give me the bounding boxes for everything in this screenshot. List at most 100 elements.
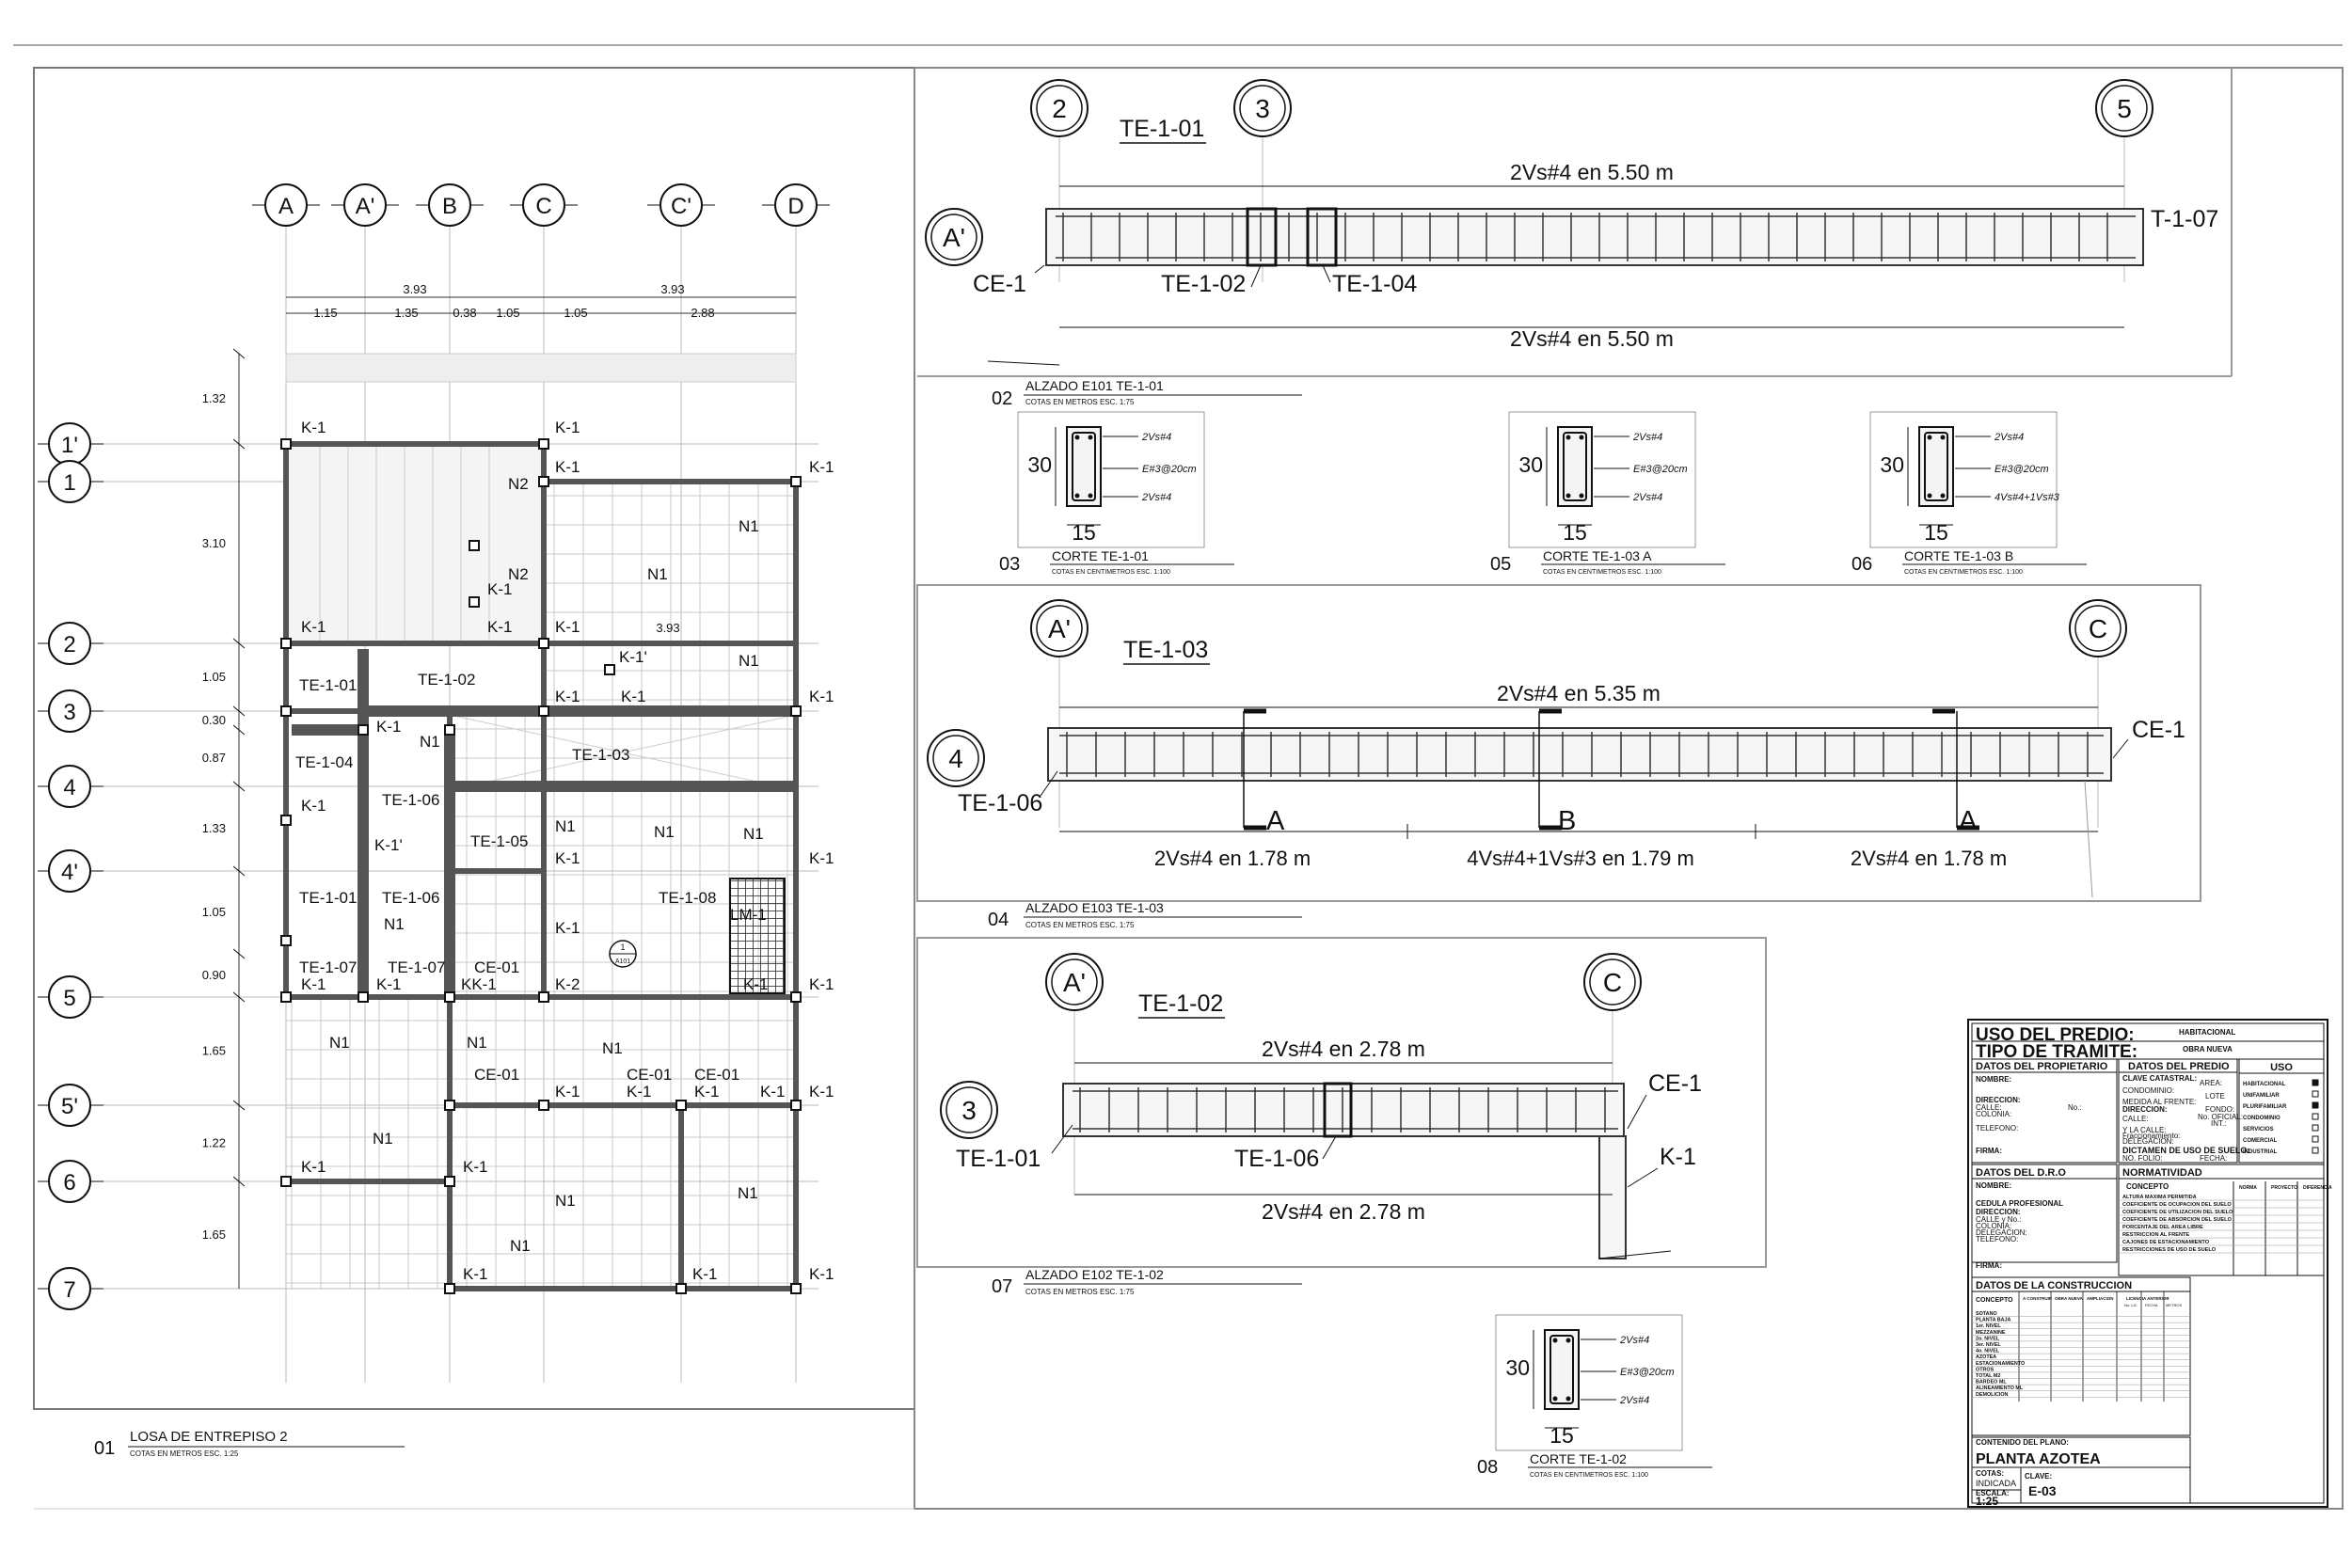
cons-row: OTROS <box>1976 1367 1994 1372</box>
elev3-tag-te106: TE-1-06 <box>1234 1146 1319 1172</box>
label-te102: TE-1-02 <box>418 671 475 689</box>
tb-escala: 1:25 <box>1976 1495 1998 1508</box>
grid-bubble-col: A <box>252 183 320 227</box>
label-te101: TE-1-01 <box>299 889 357 907</box>
label-k1: K-1 <box>301 1158 326 1176</box>
cons-row: 1er. NIVEL <box>1976 1323 2001 1329</box>
section-rebar-label: E#3@20cm <box>1633 464 1688 475</box>
label-te107: TE-1-07 <box>388 958 445 976</box>
elev2-caption-title: ALZADO E103 TE-1-03 <box>1025 900 1164 915</box>
label-k1: K-1 <box>809 1083 834 1101</box>
section-width: 15 <box>1072 520 1096 545</box>
tb-prop-firma: FIRMA: <box>1976 1147 2002 1155</box>
plan-column <box>280 1176 292 1187</box>
label-te104: TE-1-04 <box>295 753 353 771</box>
norm-row: COEFICIENTE DE ABSORCION DEL SUELO <box>2122 1217 2233 1223</box>
grid-bubble-col: B <box>416 183 484 227</box>
label-n1: N1 <box>739 517 759 535</box>
tb-predio-fecha: FECHA: <box>2200 1154 2227 1163</box>
grid-bubble-row: 5' <box>38 1084 103 1127</box>
plan-caption-title: LOSA DE ENTREPISO 2 <box>130 1429 288 1445</box>
tb-dro-cedula: CEDULA PROFESIONAL <box>1976 1199 2063 1208</box>
section-rebar-label: 2Vs#4 <box>1632 432 1662 443</box>
cons-row: AZOTEA <box>1976 1354 1996 1360</box>
uso-checkbox[interactable] <box>2312 1113 2319 1120</box>
section-width: 15 <box>1924 520 1948 545</box>
cons-col-head: LICENCIA ANTERIOR <box>2126 1296 2169 1301</box>
section-caption-title: CORTE TE-1-01 <box>1052 548 1149 563</box>
label-k1: K-1 <box>555 458 580 476</box>
tb-uso-label: USO DEL PREDIO: <box>1976 1025 2135 1045</box>
dim-part-2: 1.35 <box>394 306 418 320</box>
label-k1: K-1 <box>376 975 401 993</box>
cons-col-head: CONCEPTO <box>1976 1297 2013 1304</box>
elev1-beam <box>1045 208 2144 266</box>
plan-column <box>280 991 292 1003</box>
dim-row: 0.87 <box>202 751 226 765</box>
label-k1: K-1 <box>301 797 326 815</box>
tb-dro: DATOS DEL D.R.O <box>1976 1167 2066 1179</box>
dim-row: 1.65 <box>202 1227 226 1242</box>
uso-checkbox[interactable] <box>2312 1147 2319 1154</box>
uso-checkbox[interactable] <box>2312 1090 2319 1098</box>
uso-option: UNIFAMILIAR <box>2243 1093 2280 1099</box>
uso-checkbox[interactable] <box>2312 1101 2319 1109</box>
tb-uso-head: USO <box>2270 1062 2293 1073</box>
tb-contenido: PLANTA AZOTEA <box>1976 1451 2101 1467</box>
dim-row: 1.05 <box>202 670 226 684</box>
plan-column <box>444 1100 455 1111</box>
plan-column <box>790 1100 802 1111</box>
plan-column <box>790 705 802 717</box>
uso-checkbox[interactable] <box>2312 1135 2319 1143</box>
norm-row: CAJONES DE ESTACIONAMIENTO <box>2122 1240 2210 1245</box>
plan-column <box>358 724 369 736</box>
norm-row: COEFICIENTE DE UTILIZACION DEL SUELO <box>2122 1210 2233 1215</box>
grid-bubble-row: 1 <box>38 460 103 503</box>
label-ce01: CE-01 <box>474 1066 519 1084</box>
dim-row: 1.32 <box>202 391 226 405</box>
label-k1: K-1 <box>809 1265 834 1283</box>
label-n1: N1 <box>739 652 759 670</box>
cons-row: TOTAL M2 <box>1976 1373 2000 1379</box>
uso-checkbox[interactable] <box>2312 1124 2319 1132</box>
lm1-mesh <box>729 878 786 994</box>
section-caption-num: 05 <box>1490 554 1511 575</box>
plan-column <box>538 991 549 1003</box>
dim-row: 0.90 <box>202 968 226 982</box>
elevation-bubble-label: C <box>2089 614 2107 643</box>
tb-prop-colonia: COLONIA: <box>1976 1110 2011 1118</box>
dim-part-5: 1.05 <box>564 306 587 320</box>
tb-tramite-label: TIPO DE TRAMITE: <box>1976 1042 2137 1062</box>
section-caption-num: 06 <box>1851 554 1872 575</box>
dim-row: 0.30 <box>202 713 226 727</box>
section-rebar-label: 2Vs#4 <box>1994 432 2024 443</box>
section-rebar-label: 4Vs#4+1Vs#3 <box>1994 492 2060 503</box>
norm-col-head: NORMA <box>2239 1185 2257 1191</box>
label-k1: K-1 <box>463 1158 487 1176</box>
section-caption-sub: COTAS EN CENTIMETROS ESC. 1:100 <box>1530 1472 1648 1479</box>
dim-row: 1.33 <box>202 821 226 835</box>
uso-checkbox[interactable] <box>2312 1079 2319 1086</box>
label-n2: N2 <box>508 565 529 583</box>
section-caption-num: 08 <box>1477 1457 1498 1478</box>
label-k1: K-1 <box>692 1265 717 1283</box>
norm-row: RESTRICCION AL FRENTE <box>2122 1232 2189 1238</box>
cons-row: SOTANO <box>1976 1311 1997 1317</box>
uso-option: INDUSTRIAL <box>2243 1149 2278 1155</box>
tb-dro-colonia: COLONIA: <box>1976 1222 2011 1230</box>
elevation-bubble-label: A' <box>1063 968 1086 997</box>
section-width: 15 <box>1563 520 1587 545</box>
cons-row: 4o. NIVEL <box>1976 1349 2000 1354</box>
grid-bubble-row: 3 <box>38 689 103 733</box>
label-k1: K-1 <box>627 1083 651 1101</box>
elevation-grid-bubble: C <box>1583 953 1642 1011</box>
uso-option: CONDOMINIO <box>2243 1116 2280 1121</box>
grid-col-label: A' <box>356 194 375 219</box>
label-ce01: CE-01 <box>694 1066 739 1084</box>
section-rebar-label: 2Vs#4 <box>1619 1335 1649 1346</box>
plan-column <box>444 991 455 1003</box>
tb-predio-medida: MEDIDA AL FRENTE: <box>2122 1098 2196 1106</box>
